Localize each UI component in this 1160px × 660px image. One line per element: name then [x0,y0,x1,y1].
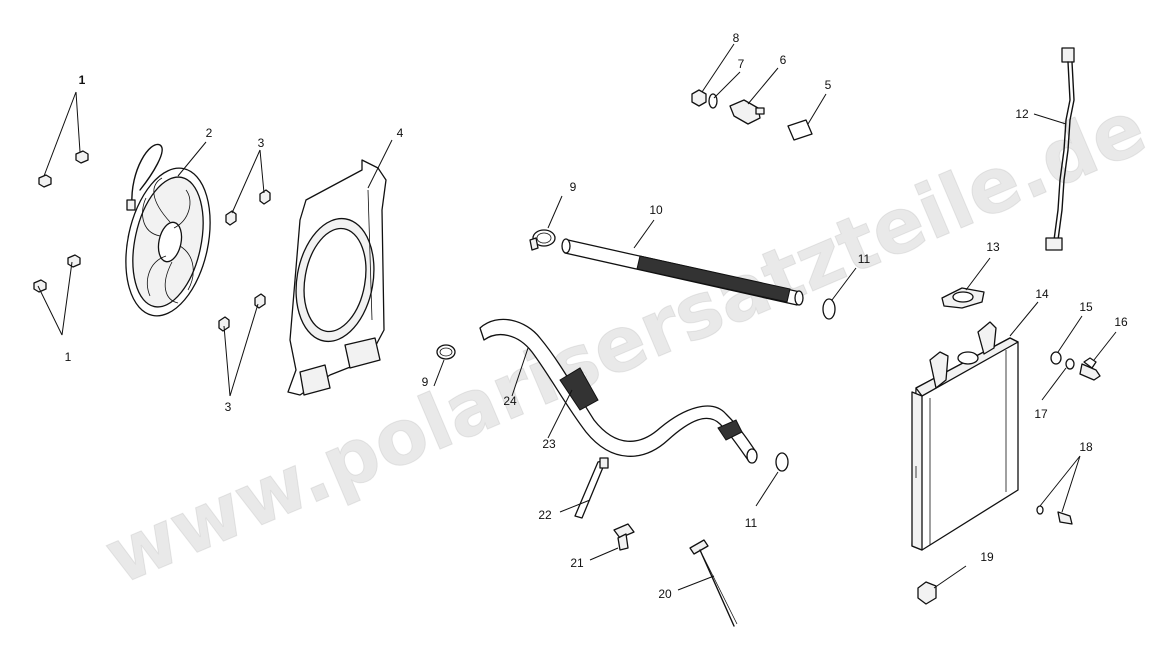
part-13-radiator-cap [941,287,985,309]
callout-labels: 1 1 2 3 3 4 5 6 7 8 9 9 10 11 11 12 13 1… [65,31,1128,601]
callout-3-top: 3 [258,136,265,150]
callout-3-bottom: 3 [225,400,232,414]
callout-11-bottom: 11 [745,516,758,530]
callout-1-bottom: 1 [65,350,72,364]
part-2-fan [125,143,211,317]
callout-10: 10 [649,203,663,217]
callout-1-top: 1 [79,73,86,87]
callout-19: 19 [980,550,994,564]
part-10-tube [561,238,804,306]
callout-9-top: 9 [570,180,577,194]
part-3-clips [218,189,271,332]
part-14-radiator [911,321,1019,551]
part-22-rod [574,457,609,519]
part-1-clips [33,150,89,293]
callout-13: 13 [986,240,1000,254]
part-12-sensor-wire [1045,47,1075,251]
part-8-nut [691,89,707,107]
callout-12: 12 [1015,107,1029,121]
part-20-long-bolt [689,539,738,627]
callout-11-top: 11 [858,252,871,266]
callout-22: 22 [538,508,552,522]
watermark-text: www.polarisersatzteile.de [92,82,1158,601]
part-23-24-lower-hose [479,318,758,464]
part-9-clamps [436,229,556,360]
callout-16: 16 [1114,315,1128,329]
callout-17: 17 [1034,407,1048,421]
part-18-fastener [1036,505,1073,525]
callout-18: 18 [1079,440,1093,454]
callout-21: 21 [570,556,584,570]
callout-8: 8 [733,31,740,45]
leader-lines [37,43,1117,591]
part-5-sleeve [787,119,813,141]
part-6-bushing [729,99,765,125]
part-16-bolt [1079,357,1101,381]
callout-6: 6 [780,53,787,67]
callout-9-bottom: 9 [422,375,429,389]
callout-4: 4 [397,126,404,140]
callout-7: 7 [738,57,745,71]
part-11-clamps [775,298,836,472]
callout-15: 15 [1079,300,1093,314]
watermark: www.polarisersatzteile.de [92,82,1159,602]
callout-24: 24 [503,394,517,408]
part-15-washer [1050,351,1062,365]
part-4-shroud [287,159,387,396]
callout-14: 14 [1035,287,1049,301]
part-17-washer [1065,358,1075,370]
callout-23: 23 [542,437,556,451]
callout-20: 20 [658,587,672,601]
callout-5: 5 [825,78,832,92]
part-19-drain-plug [917,581,937,605]
callout-2: 2 [206,126,213,140]
part-21-screw [613,523,635,551]
